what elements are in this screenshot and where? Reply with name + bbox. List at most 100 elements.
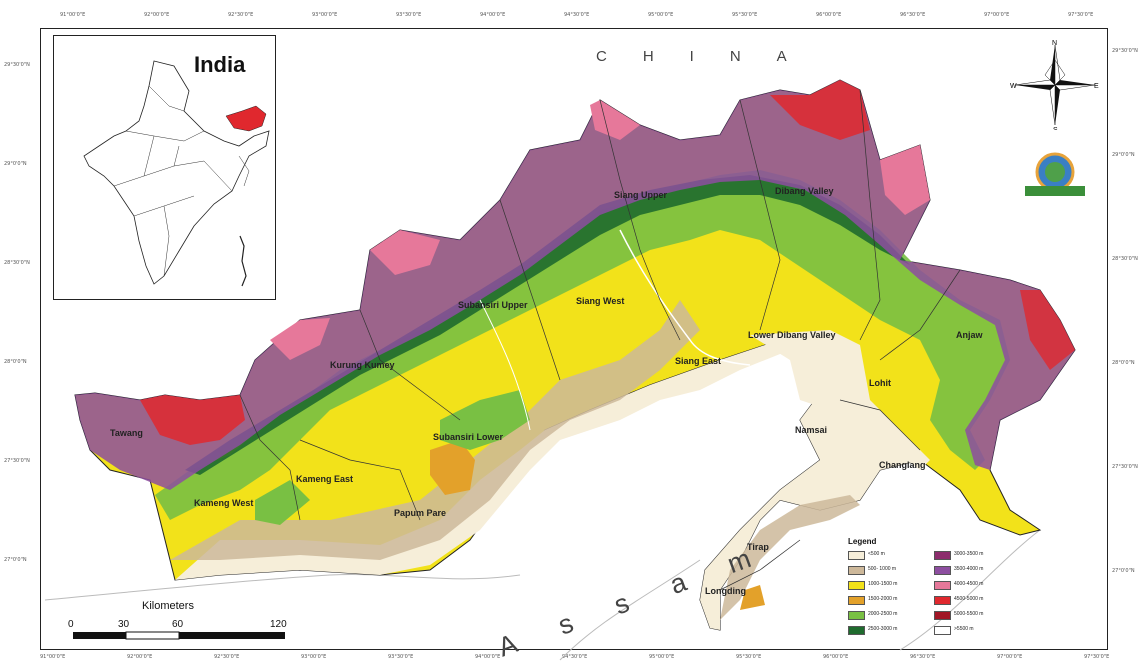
legend-swatch [848, 611, 865, 620]
coordinate-tick: 95°30'0"E [732, 12, 758, 18]
scale-label: 60 [172, 619, 184, 630]
coordinate-tick: 94°30'0"E [562, 654, 588, 660]
legend-label: 4500-5000 m [954, 596, 984, 602]
highland-green-band [155, 170, 1010, 520]
legend-label: >5500 m [954, 626, 974, 632]
peak-zone-west [270, 318, 330, 360]
coordinate-tick: 28°0'0"N [4, 359, 27, 365]
river-siang [619, 229, 751, 366]
district-label: Lower Dibang Valley [748, 330, 836, 340]
legend-label: 2000-2500 m [868, 611, 898, 617]
legend-swatch [934, 551, 951, 560]
district-boundaries [239, 89, 961, 591]
coordinate-tick: 95°00'0"E [649, 654, 675, 660]
district-label: Kurung Kumey [330, 360, 395, 370]
coordinate-tick: 97°30'0"E [1084, 654, 1110, 660]
coordinate-tick: 91°00'0"E [40, 654, 66, 660]
highland-green-patch [440, 390, 530, 450]
district-label: Siang Upper [614, 190, 668, 200]
peak-zone-central [370, 230, 440, 275]
inset-title: India [194, 52, 246, 77]
compass-w: W [1010, 83, 1017, 90]
coordinate-tick: 96°30'0"E [900, 12, 926, 18]
district-label: Tawang [110, 428, 143, 438]
legend-label: 500- 1000 m [868, 566, 897, 572]
coordinate-tick: 92°30'0"E [214, 654, 240, 660]
coordinate-tick: 93°00'0"E [312, 12, 338, 18]
legend-title: Legend [848, 537, 877, 546]
india-inset-map: India [53, 35, 276, 300]
coordinate-tick: 96°00'0"E [823, 654, 849, 660]
district-label: Lohit [869, 378, 891, 388]
organization-logo [1020, 150, 1090, 205]
compass-rose-icon: N S E W [1010, 40, 1100, 134]
peak-zone-east [1020, 290, 1075, 370]
coordinate-tick: 93°00'0"E [301, 654, 327, 660]
legend-label: 1500-2000 m [868, 596, 898, 602]
district-label: Siang West [576, 296, 625, 306]
district-label: Subansiri Upper [458, 300, 528, 310]
peak-zone-tawang [140, 395, 245, 445]
coordinate-tick: 27°0'0"N [1112, 568, 1135, 574]
country-label-china: CHINA [596, 48, 823, 65]
coordinate-tick: 27°30'0"N [4, 458, 30, 464]
legend-label: 5000-5500 m [954, 611, 984, 617]
coordinate-tick: 97°30'0"E [1068, 12, 1094, 18]
scale-label: 0 [68, 619, 74, 630]
coordinate-tick: 28°0'0"N [1112, 360, 1135, 366]
district-label: Subansiri Lower [433, 432, 504, 442]
coordinate-tick: 93°30'0"E [388, 654, 414, 660]
coordinate-tick: 92°00'0"E [144, 12, 170, 18]
district-label: Kameng West [194, 498, 254, 508]
neighbor-border-line-2 [559, 559, 701, 661]
scale-bar-graphic [73, 631, 285, 640]
legend-label: 4000-4500 m [954, 581, 984, 587]
peak-zone-northeast [770, 80, 870, 140]
district-label: Kameng East [296, 474, 354, 484]
legend-swatch [934, 581, 951, 590]
compass-s: S [1053, 127, 1058, 130]
peak-zone-east-2 [880, 145, 930, 215]
scale-label: 120 [270, 619, 287, 630]
legend-swatch [934, 626, 951, 635]
district-label: Longding [705, 586, 746, 596]
legend-swatch [848, 626, 865, 635]
compass-n: N [1052, 40, 1057, 47]
foothill-band-2 [720, 495, 860, 620]
legend-swatch [934, 566, 951, 575]
district-label: Changlang [879, 460, 926, 470]
legend-swatch [848, 566, 865, 575]
district-label: Siang East [675, 356, 722, 366]
coordinate-tick: 91°00'0"E [60, 12, 86, 18]
coordinate-tick: 97°00'0"E [997, 654, 1023, 660]
coordinate-tick: 96°00'0"E [816, 12, 842, 18]
coordinate-tick: 29°30'0"N [4, 62, 30, 68]
foothill-band [170, 300, 700, 560]
scale-title: Kilometers [142, 600, 194, 612]
scale-label: 30 [118, 619, 130, 630]
neighbor-border-line [44, 574, 521, 601]
coordinate-tick: 94°30'0"E [564, 12, 590, 18]
coordinate-tick: 97°00'0"E [984, 12, 1010, 18]
legend-swatch [934, 596, 951, 605]
district-label: Papum Pare [394, 508, 447, 518]
compass-e: E [1094, 83, 1099, 90]
coordinate-tick: 28°30'0"N [1112, 256, 1138, 262]
district-label: Tirap [747, 542, 769, 552]
mid-elevation-patch-2 [740, 585, 765, 610]
coordinate-tick: 94°00'0"E [480, 12, 506, 18]
coordinate-tick: 27°30'0"N [1112, 464, 1138, 470]
legend-label: 2500-3000 m [868, 626, 898, 632]
coordinate-tick: 92°00'0"E [127, 654, 153, 660]
legend-label: 3500-4000 m [954, 566, 984, 572]
coordinate-tick: 29°0'0"N [4, 161, 27, 167]
coordinate-tick: 28°30'0"N [4, 260, 30, 266]
legend-label: 3000-3500 m [954, 551, 984, 557]
coordinate-tick: 27°0'0"N [4, 557, 27, 563]
arunachal-highlight [225, 105, 267, 132]
legend-swatch [848, 551, 865, 560]
coordinate-tick: 94°00'0"E [475, 654, 501, 660]
coordinate-tick: 95°00'0"E [648, 12, 674, 18]
coordinate-tick: 29°30'0"N [1112, 48, 1138, 54]
